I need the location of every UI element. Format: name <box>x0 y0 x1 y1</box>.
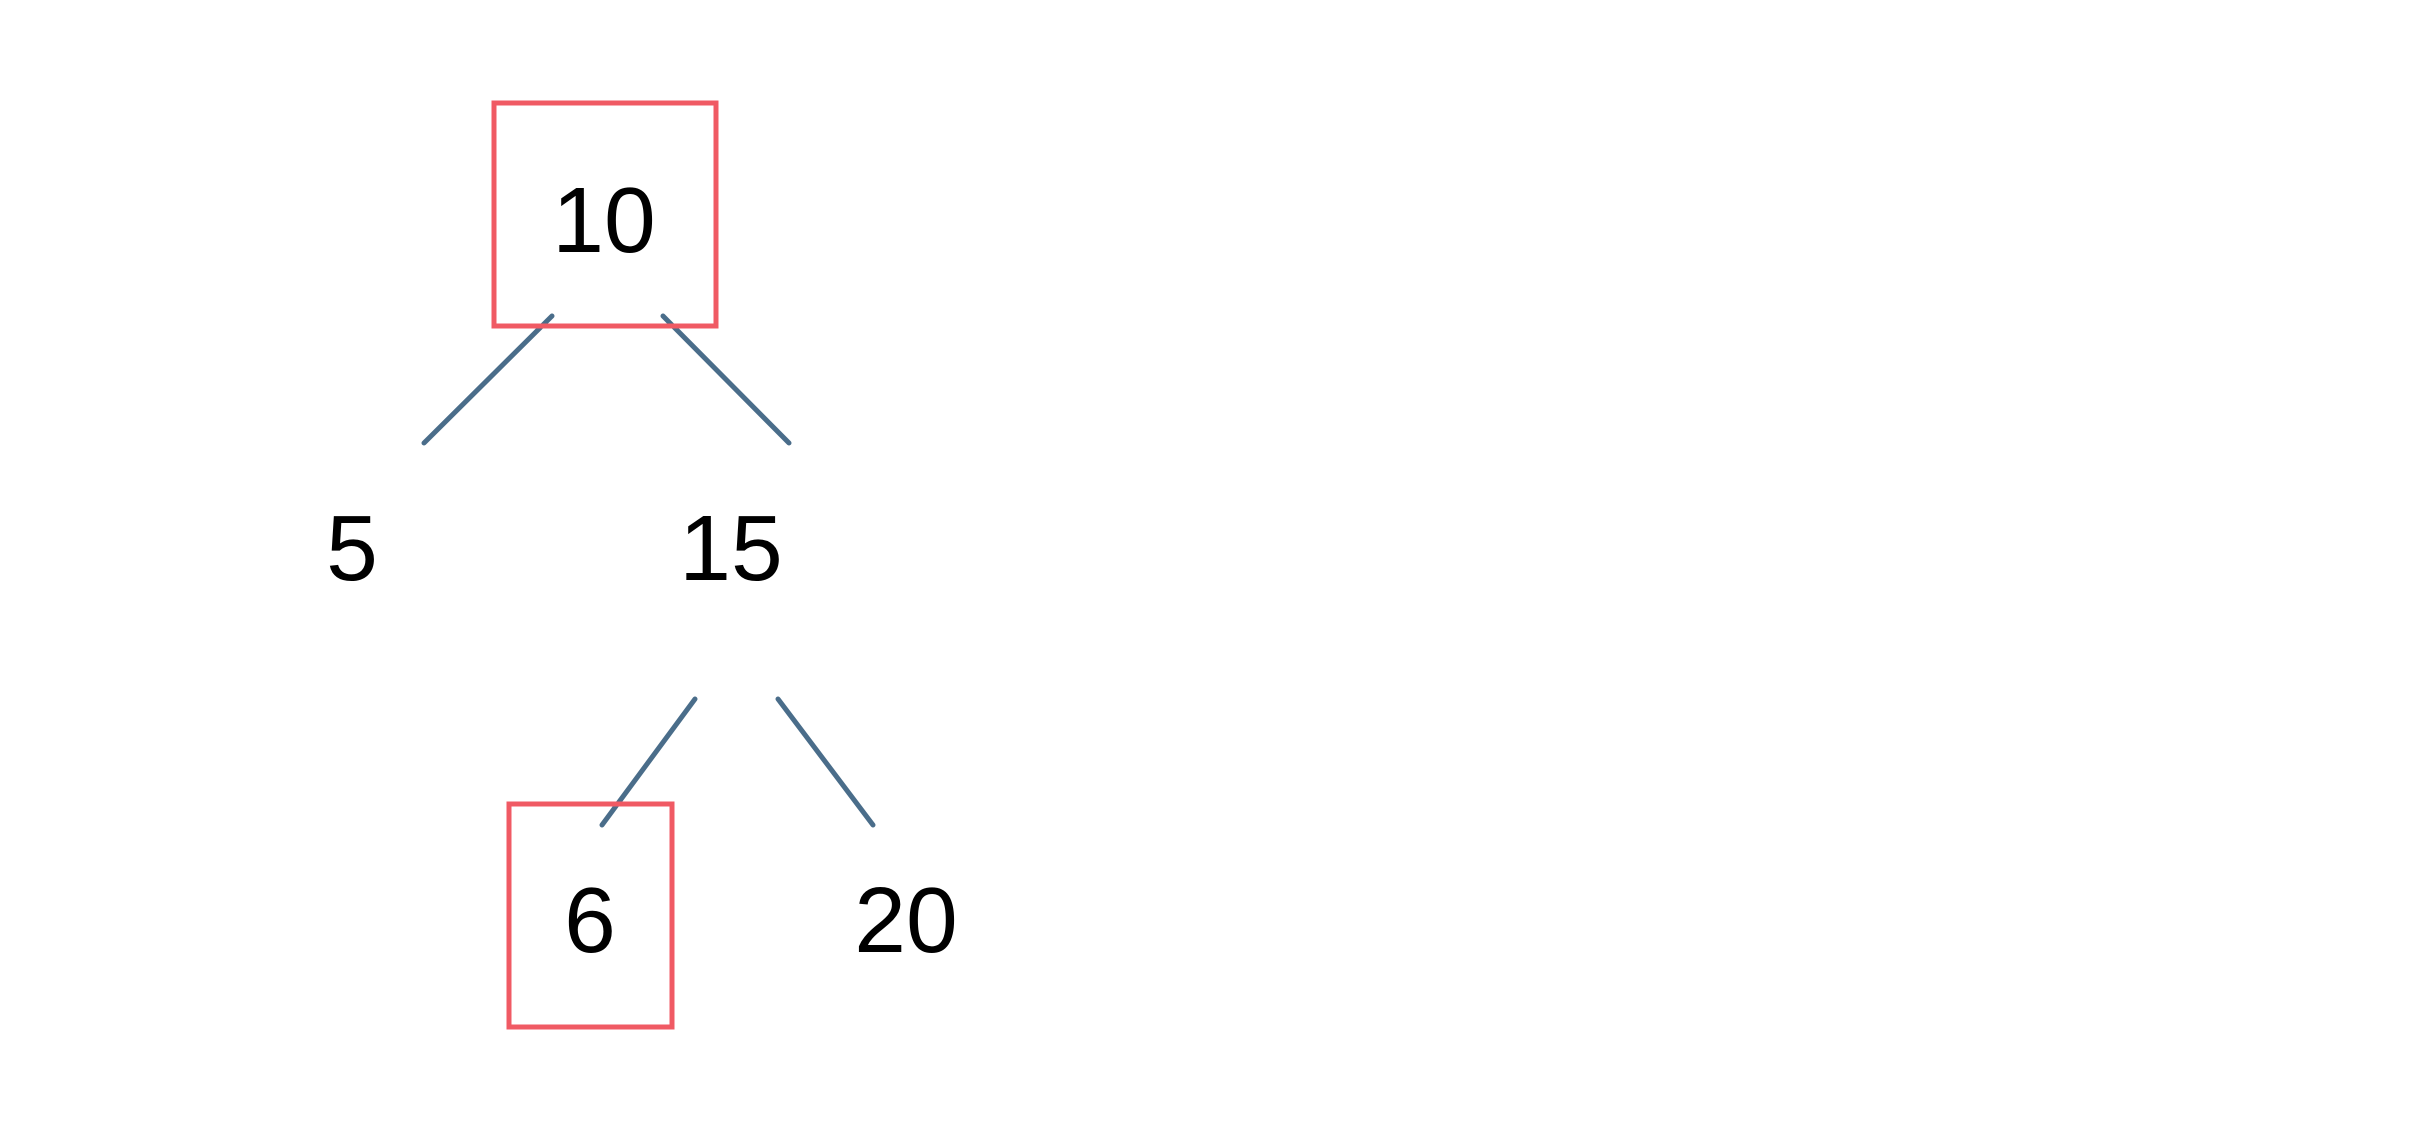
highlight-box-10 <box>491 100 719 329</box>
tree-edges <box>421 313 876 828</box>
edge-15-20 <box>775 696 876 828</box>
node-6: 6 <box>564 868 616 972</box>
highlight-box-6 <box>506 801 675 1030</box>
node-20: 20 <box>854 868 957 972</box>
edge-10-15 <box>660 313 792 446</box>
node-10: 10 <box>552 168 655 272</box>
node-5: 5 <box>326 496 378 600</box>
edge-10-5 <box>421 313 555 446</box>
node-15: 15 <box>679 496 782 600</box>
